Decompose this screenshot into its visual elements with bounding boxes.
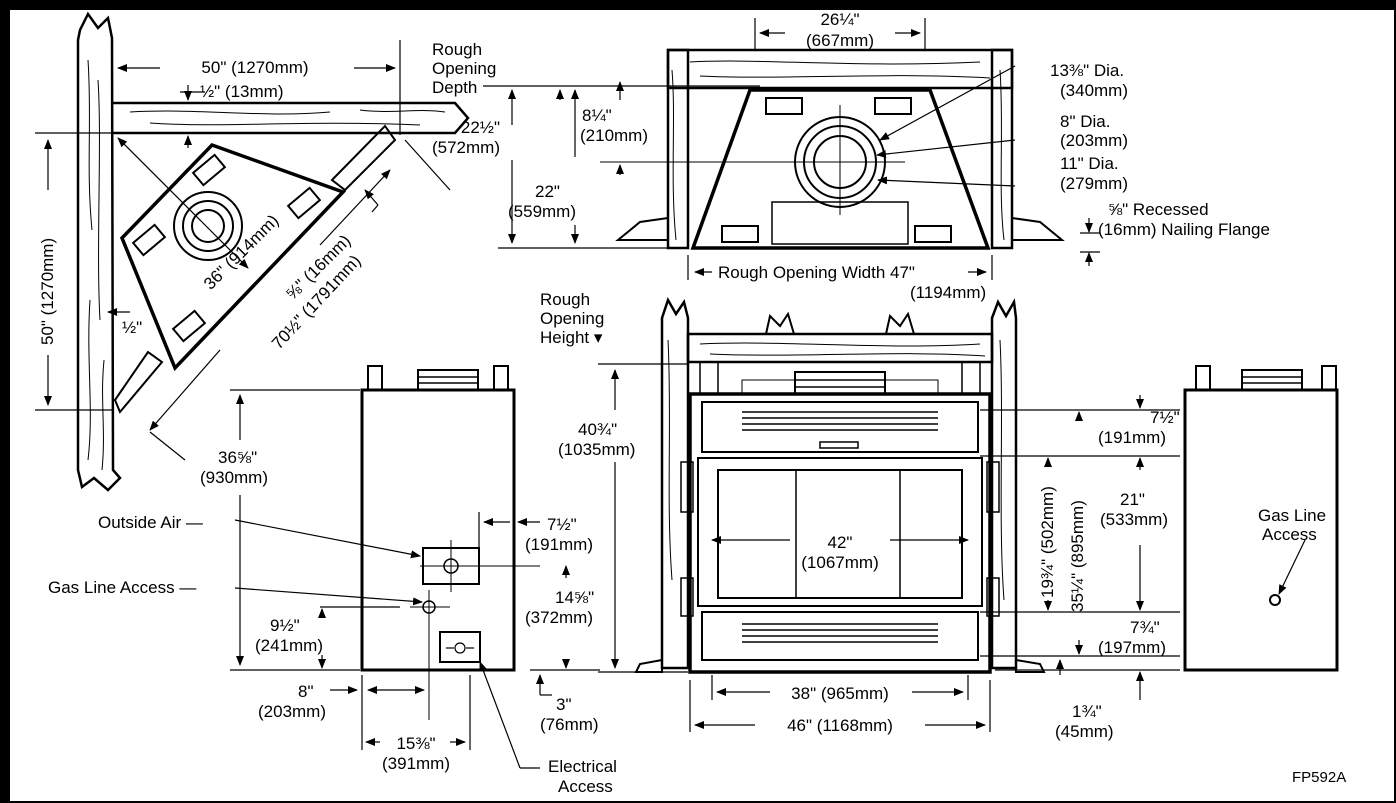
diagonal-stud-upper: [330, 124, 397, 192]
rough-opening-height-1: Rough: [540, 290, 591, 309]
figure-code: FP592A: [1292, 769, 1347, 786]
dim-7half-a: 7½": [1150, 408, 1180, 427]
rough-opening-width: Rough Opening Width 47": [718, 263, 915, 282]
dim-9half: 9½": [270, 616, 300, 635]
dim-42: 42": [823, 533, 857, 552]
recessed-label-1: ⅝" Recessed: [1108, 200, 1209, 219]
dim-26quarter: 26¼": [820, 10, 860, 29]
dim-26quarter-mm: (667mm): [805, 31, 875, 50]
dim-11-dia-mm: (279mm): [1060, 174, 1129, 193]
dim-15three-eighth-mm: (391mm): [381, 754, 451, 773]
dim-8in-mm: (203mm): [258, 702, 327, 721]
dim-8-dia: 8" Dia.: [1060, 112, 1111, 131]
recessed-label-2: (16mm) Nailing Flange: [1098, 220, 1270, 239]
front-view: [598, 296, 1180, 732]
fireplace-outline-top: [690, 88, 991, 250]
dim-21: 21": [1120, 490, 1145, 509]
stud-right-front: [990, 298, 1018, 670]
dim-7half-a-mm: (191mm): [1098, 428, 1167, 447]
gas-line-access-right-2: Access: [1262, 525, 1317, 544]
wall-stud-vertical: [76, 11, 122, 492]
dim-7three-quarter: 7¾": [1130, 618, 1160, 637]
outside-air-label: Outside Air —: [98, 513, 203, 532]
dim-11-dia: 11" Dia.: [1060, 154, 1119, 173]
dim-14five-eighth-mm: (372mm): [525, 608, 594, 627]
dim-22: 22": [535, 182, 560, 201]
dim-8quarter-mm: (210mm): [580, 126, 649, 145]
dim-half-left: ½": [122, 318, 143, 337]
diagonal-stud-lower: [113, 350, 164, 414]
dim-40three-quarter-mm: (1035mm): [558, 440, 636, 459]
electrical-access-1: Electrical: [548, 757, 617, 776]
dim-50in-width: 50" (1270mm): [201, 58, 309, 77]
gas-line-access-right-1: Gas Line: [1258, 506, 1327, 525]
stud-left-front: [660, 296, 690, 670]
dim-22half-mm: (572mm): [431, 138, 500, 157]
dim-7half-b-mm: (191mm): [525, 535, 594, 554]
dim-22-mm: (559mm): [508, 202, 577, 221]
dim-13-dia: 13⅜" Dia.: [1050, 61, 1125, 80]
dim-1three-quarter-mm: (45mm): [1055, 722, 1114, 741]
dim-38: 38" (965mm): [791, 684, 889, 703]
rough-opening-depth-line1: Rough: [432, 40, 483, 59]
dim-19three-quarter: 19¾" (502mm): [1038, 486, 1057, 598]
dim-8in: 8": [298, 682, 314, 701]
dim-35quarter: 35¼" (895mm): [1068, 500, 1087, 612]
dim-22half: 22½": [460, 118, 500, 137]
dim-7three-quarter-mm: (197mm): [1098, 638, 1167, 657]
top-elevation-view: [483, 18, 1100, 280]
wall-plate-horizontal: [112, 101, 470, 135]
dim-21-mm: (533mm): [1100, 510, 1169, 529]
dim-36five-eighth: 36⅝": [218, 448, 258, 467]
dim-3in-mm: (76mm): [540, 715, 599, 734]
rough-opening-depth-line2: Opening: [432, 59, 497, 78]
dim-9half-mm: (241mm): [255, 636, 324, 655]
dim-3in: 3": [556, 695, 572, 714]
rough-opening-height-2: Opening: [540, 309, 605, 328]
rough-opening-height-3: Height ▾: [540, 328, 603, 347]
dim-15three-eighth: 15⅜": [393, 734, 439, 753]
dim-50in-height: 50" (1270mm): [38, 237, 57, 345]
electrical-access-2: Access: [558, 777, 613, 796]
rough-opening-width-mm: (1194mm): [910, 283, 987, 302]
rough-opening-depth-line3: Depth: [432, 78, 478, 97]
stud-left-top: [666, 48, 690, 250]
corner-plan-view: [35, 11, 470, 492]
side-view-left: [230, 365, 600, 769]
gas-line-access-left-label: Gas Line Access —: [48, 578, 197, 597]
dim-46: 46" (1168mm): [787, 716, 893, 735]
dim-36five-eighth-mm: (930mm): [200, 468, 269, 487]
electrical-port: [439, 631, 481, 663]
gas-line-port-right: [1269, 594, 1281, 606]
dim-1three-quarter: 1¾": [1072, 702, 1102, 721]
dim-half-13mm: ½" (13mm): [200, 82, 284, 101]
dim-8quarter: 8¼": [582, 106, 612, 125]
dim-42-mm: (1067mm): [797, 553, 883, 572]
header-top: [666, 48, 1014, 90]
dim-7half-b: 7½": [547, 515, 577, 534]
side-view-right: [1183, 365, 1339, 672]
dim-8-dia-mm: (203mm): [1060, 131, 1129, 150]
dim-40three-quarter: 40¾": [578, 420, 618, 439]
dim-13-dia-mm: (340mm): [1060, 81, 1129, 100]
dim-14five-eighth: 14⅝": [555, 588, 595, 607]
header-front: [686, 332, 994, 364]
